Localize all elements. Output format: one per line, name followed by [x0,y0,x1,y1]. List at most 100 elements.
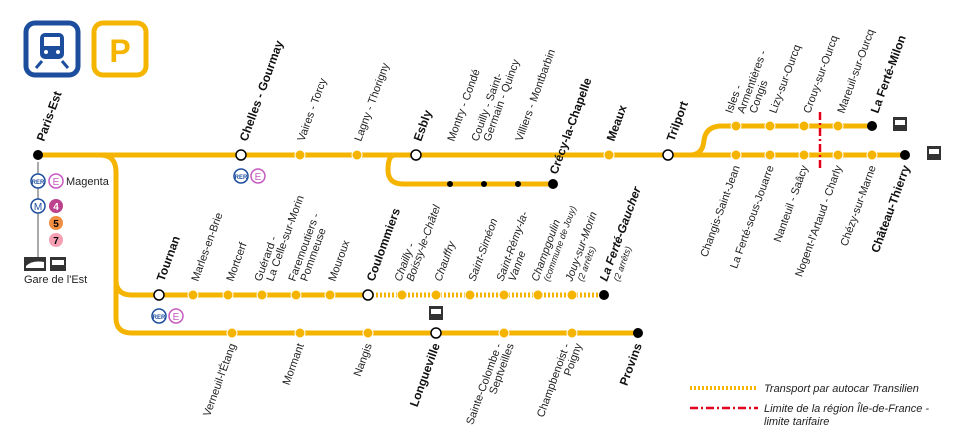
label-nanteuil: Nanteuil - Saâcy [772,163,811,243]
terminus-la-ferte-gaucher [599,290,609,300]
svg-text:E: E [173,312,180,323]
label-marles: Marles-en-Brie [190,211,226,283]
legend: Transport par autocar Transilien Limite … [690,383,929,428]
station-dot-nanteuil [798,149,810,161]
transilien-train-icon [23,20,81,78]
metro-4-badge: 4 [49,199,63,213]
legend-bus-label: Transport par autocar Transilien [764,383,919,395]
rer-e-badge-paris: E [48,173,64,189]
metro-7-badge: 7 [49,233,63,247]
line-coulommiers-branch [113,277,371,298]
station-dot-nangis [362,327,374,339]
metro-badge: M [30,198,46,214]
station-dot-saint-remy [498,289,510,301]
label-esbly: Esbly [411,108,435,143]
label-chauffry: Chauffry [433,238,459,283]
bus-icon-la-ferte-milon [893,117,907,131]
rer-badge-paris: RER [30,173,46,189]
line-la-ferte-milon-branch [687,123,875,158]
station-dot-ferte-sous-jouarre [764,149,776,161]
station-dot-vaires [294,149,306,161]
station-dot-meaux [603,149,615,161]
gare-de-lest-label: Gare de l'Est [24,274,87,286]
magenta-label: Magenta [66,176,110,188]
svg-text:E: E [53,177,60,188]
interchange-trilport [662,149,674,161]
station-dot-crouy [798,120,810,132]
station-dot-faremoutiers [290,289,302,301]
rer-e-badge-tournan: E [168,308,184,324]
line-badge-letter: P [109,33,130,69]
interchange-coulommiers [362,289,374,301]
station-dot-mouroux [324,289,336,301]
svg-text:4: 4 [53,202,59,213]
station-dot-champbenoist [566,327,578,339]
station-dot-mareuil [832,120,844,132]
line-crecy-branch [385,152,556,187]
interchange-chelles [235,149,247,161]
label-la-ferte-milon: La Ferté-Milon [868,33,909,115]
station-dot-couilly [481,181,487,187]
label-verneuil: Verneuil-l'Étang [200,342,238,419]
station-dot-sainte-colombe [498,327,510,339]
station-dot-mormant [294,327,306,339]
interchange-tournan [153,289,165,301]
station-dot-marles [187,289,199,301]
station-dot-mortcerf [222,289,234,301]
station-dot-nogent [832,149,844,161]
label-mortcerf: Mortcerf [225,240,250,283]
label-crouy: Crouy-sur-Ourcq [802,34,841,115]
station-dot-changis [730,149,742,161]
label-saint-simeon: Saint-Siméon [467,217,501,283]
interchange-esbly [410,149,422,161]
legend-boundary-label-1: Limite de la région Île-de-France - [764,402,929,415]
bus-icon-chateau-thierry [927,146,941,160]
line-P-badge: P [91,20,149,78]
label-mormant: Mormant [281,342,307,387]
label-vaires: Vaires - Torcy [296,76,330,143]
station-dot-saint-simeon [464,289,476,301]
rer-badge-chelles: RER [233,168,249,184]
svg-text:M: M [34,202,42,213]
terminus-crecy [548,179,558,189]
terminus-paris-est [33,150,43,160]
svg-text:RER: RER [32,180,45,186]
label-mouroux: Mouroux [327,238,353,283]
station-dot-villiers [515,181,521,187]
label-champbenoist-1: Champbenoist - [535,342,573,419]
label-lagny: Lagny - Thorigny [353,61,393,143]
station-dot-chezy [866,149,878,161]
station-dot-verneuil [226,327,238,339]
label-meaux: Meaux [604,103,630,143]
station-dot-chailly [396,289,408,301]
station-dot-isles [730,120,742,132]
label-tournan: Tournan [154,234,183,283]
svg-text:5: 5 [53,219,59,230]
metro-5-badge: 5 [49,216,63,230]
tgv-icon [24,257,46,271]
station-dot-lizy [764,120,776,132]
svg-text:E: E [255,172,262,183]
rer-e-badge-chelles: E [250,168,266,184]
legend-boundary-label-2: limite tarifaire [764,416,829,428]
terminus-provins [633,328,643,338]
svg-text:7: 7 [53,236,59,247]
station-dot-guerard [256,289,268,301]
station-dot-montry [447,181,453,187]
station-dot-champgoulin [532,289,544,301]
line-provins-branch [97,152,641,336]
label-longueville: Longueville [407,341,443,409]
rer-badge-tournan: RER [151,308,167,324]
terminus-chateau-thierry [900,150,910,160]
label-nangis: Nangis [352,341,375,378]
label-chelles: Chelles - Gourmay [237,38,287,143]
label-provins: Provins [617,341,645,387]
label-paris-est: Paris-Est [34,89,65,143]
terminus-la-ferte-milon [867,121,877,131]
bus-icon-paris [50,257,66,271]
station-dot-jouy [566,289,578,301]
bus-icon-longueville [429,306,443,320]
label-lizy: Lizy-sur-Ourcq [768,43,804,115]
label-crecy: Crécy-la-Chapelle [547,76,595,176]
